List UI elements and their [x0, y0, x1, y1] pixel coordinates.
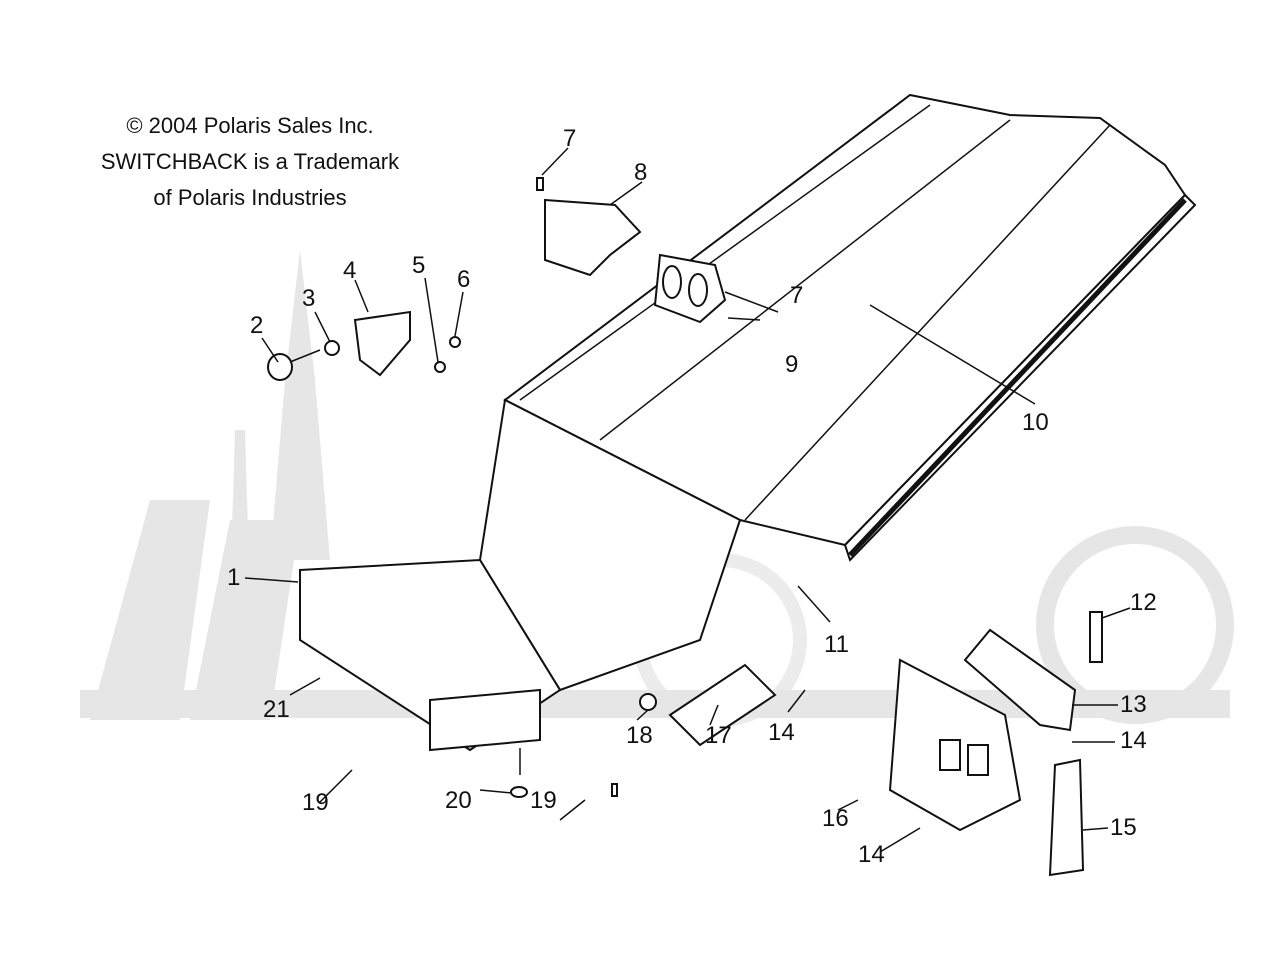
callout-17: 17: [705, 722, 732, 749]
callout-11: 11: [824, 631, 849, 658]
callout-7-mid: 7: [790, 282, 803, 309]
callout-14-bottom: 14: [858, 841, 885, 868]
part-19-rivet: [611, 783, 618, 797]
callout-15: 15: [1110, 814, 1137, 841]
chassis-tunnel: [299, 93, 1197, 752]
callout-2: 2: [250, 312, 263, 339]
part-13-panel: [963, 628, 1077, 732]
copyright-notice: © 2004 Polaris Sales Inc. SWITCHBACK is …: [95, 108, 405, 216]
callout-1: 1: [227, 564, 240, 591]
part-4-bracket: [353, 310, 411, 377]
part-5-screw: [434, 361, 446, 373]
callout-19-left: 19: [302, 789, 329, 816]
callout-10: 10: [1022, 409, 1049, 436]
callout-8: 8: [634, 159, 647, 186]
callout-5: 5: [412, 252, 425, 279]
callout-3: 3: [302, 285, 315, 312]
trademark-line: SWITCHBACK is a Trademark: [100, 149, 400, 174]
callout-12: 12: [1130, 589, 1157, 616]
callout-13: 13: [1120, 691, 1147, 718]
leader-lines: [244, 147, 1131, 853]
part-16-plate: [888, 658, 1022, 832]
part-6-screw: [449, 336, 461, 348]
part-9-bracket: [653, 253, 727, 324]
callout-21: 21: [263, 696, 290, 723]
callout-9: 9: [785, 351, 798, 378]
part-8-bracket: [544, 198, 642, 277]
callout-6: 6: [457, 266, 470, 293]
callout-labels: 1 2 3 4 5 6 7 7 8 9 10 11 12 13 14 14 14…: [227, 125, 1157, 868]
callout-16: 16: [822, 805, 849, 832]
callout-4: 4: [343, 257, 356, 284]
callout-14-mid: 14: [768, 719, 795, 746]
callout-14-right: 14: [1120, 727, 1147, 754]
part-2-bolt: [267, 349, 321, 381]
part-12-clip: [1089, 611, 1103, 663]
part-7-rivet-top: [536, 177, 544, 191]
part-17-cover: [668, 663, 777, 747]
part-18-plug: [639, 693, 657, 711]
callout-19-right: 19: [530, 787, 557, 814]
callout-7-top: 7: [563, 125, 576, 152]
trademark-owner-line: of Polaris Industries: [153, 185, 347, 210]
callout-20: 20: [445, 787, 472, 814]
part-20-grommet: [510, 786, 528, 798]
callout-18: 18: [626, 722, 653, 749]
part-15-plate: [1048, 758, 1085, 877]
copyright-line: © 2004 Polaris Sales Inc.: [126, 113, 374, 138]
part-3-nut: [324, 340, 340, 356]
